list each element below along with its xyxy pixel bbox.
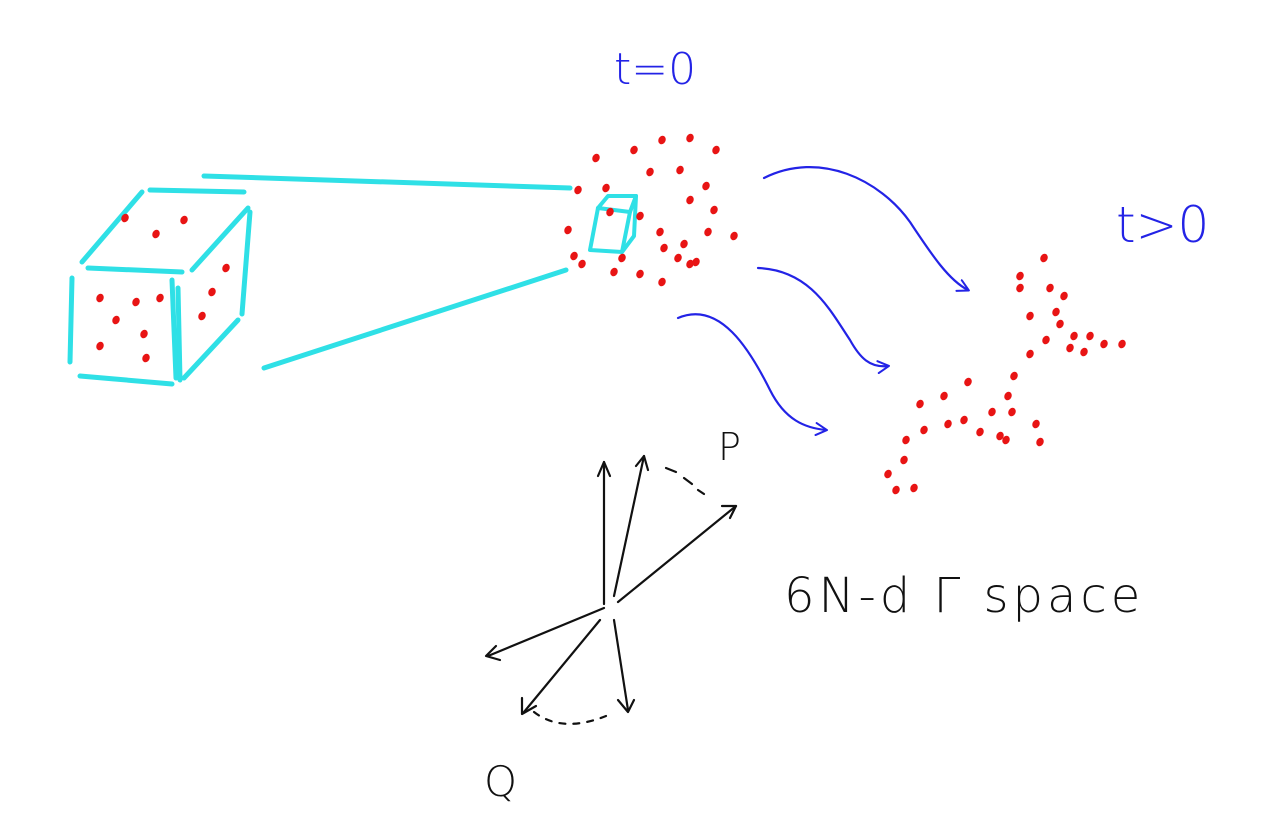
particle: [1026, 311, 1034, 321]
particle: [686, 195, 694, 205]
particle: [606, 207, 614, 217]
particle: [1002, 435, 1010, 445]
particle: [1118, 339, 1126, 349]
particle: [1086, 331, 1094, 341]
particle: [1060, 291, 1068, 301]
momentum-axis-label: P: [718, 425, 741, 469]
particle: [132, 297, 140, 307]
particle: [1008, 407, 1016, 417]
particle: [1016, 283, 1024, 293]
particle: [636, 269, 644, 279]
particle: [592, 153, 600, 163]
particle: [658, 135, 666, 145]
particle: [1100, 339, 1108, 349]
evolved-cloud: [884, 253, 1126, 495]
particle: [1040, 253, 1048, 263]
particle: [152, 229, 160, 239]
particle: [692, 257, 700, 267]
phase-space-axes-icon: [484, 454, 738, 725]
particle: [112, 315, 120, 325]
particle: [902, 435, 910, 445]
particle: [944, 419, 952, 429]
particle: [602, 183, 610, 193]
particle: [702, 181, 710, 191]
particle: [920, 425, 928, 435]
particle: [1010, 371, 1018, 381]
particle: [198, 311, 206, 321]
particle: [570, 251, 578, 261]
space-label: 6N-d Γ space: [784, 568, 1144, 624]
particle: [1032, 419, 1040, 429]
particle: [1052, 307, 1060, 317]
small-box-icon: [588, 194, 638, 254]
particle: [910, 483, 918, 493]
particle: [892, 485, 900, 495]
projection-lines: [201, 173, 573, 371]
particle: [964, 377, 972, 387]
particle: [222, 263, 230, 273]
particle: [142, 353, 150, 363]
particle: [976, 427, 984, 437]
particle: [686, 133, 694, 143]
position-axis-label: Q: [484, 757, 517, 806]
particle: [610, 267, 618, 277]
time-initial-label: t=0: [614, 44, 696, 95]
particle: [710, 205, 718, 215]
particle: [1056, 319, 1064, 329]
particle: [960, 415, 968, 425]
particle: [686, 259, 694, 269]
particle: [574, 185, 582, 195]
particle: [646, 167, 654, 177]
flow-arrow-icon: [676, 166, 970, 437]
particle: [940, 391, 948, 401]
particle: [680, 239, 688, 249]
particle: [156, 293, 164, 303]
particle: [900, 455, 908, 465]
particle: [676, 165, 684, 175]
particle: [180, 215, 188, 225]
particle: [1036, 437, 1044, 447]
box-particles: [96, 213, 230, 363]
time-later-label: t>0: [1116, 196, 1209, 254]
particle: [916, 399, 924, 409]
particle: [1080, 347, 1088, 357]
particle: [988, 407, 996, 417]
particle: [140, 329, 148, 339]
particle: [636, 211, 644, 221]
particle: [674, 253, 682, 263]
box-icon: [67, 187, 253, 387]
particle: [121, 213, 129, 223]
particle: [564, 225, 572, 235]
particle: [1070, 331, 1078, 341]
particle: [884, 469, 892, 479]
particle: [730, 231, 738, 241]
particle: [96, 293, 104, 303]
particle: [1066, 343, 1074, 353]
particle: [656, 227, 664, 237]
particle: [96, 341, 104, 351]
particle: [618, 253, 626, 263]
particle: [1016, 271, 1024, 281]
particle: [704, 227, 712, 237]
particle: [578, 259, 586, 269]
particle: [630, 145, 638, 155]
particle: [1026, 349, 1034, 359]
particle: [208, 287, 216, 297]
initial-cloud: [564, 133, 738, 287]
particle: [660, 243, 668, 253]
particle: [1046, 283, 1054, 293]
particle: [1042, 335, 1050, 345]
particle: [996, 431, 1004, 441]
particle: [1004, 391, 1012, 401]
particle: [658, 277, 666, 287]
particle: [712, 145, 720, 155]
